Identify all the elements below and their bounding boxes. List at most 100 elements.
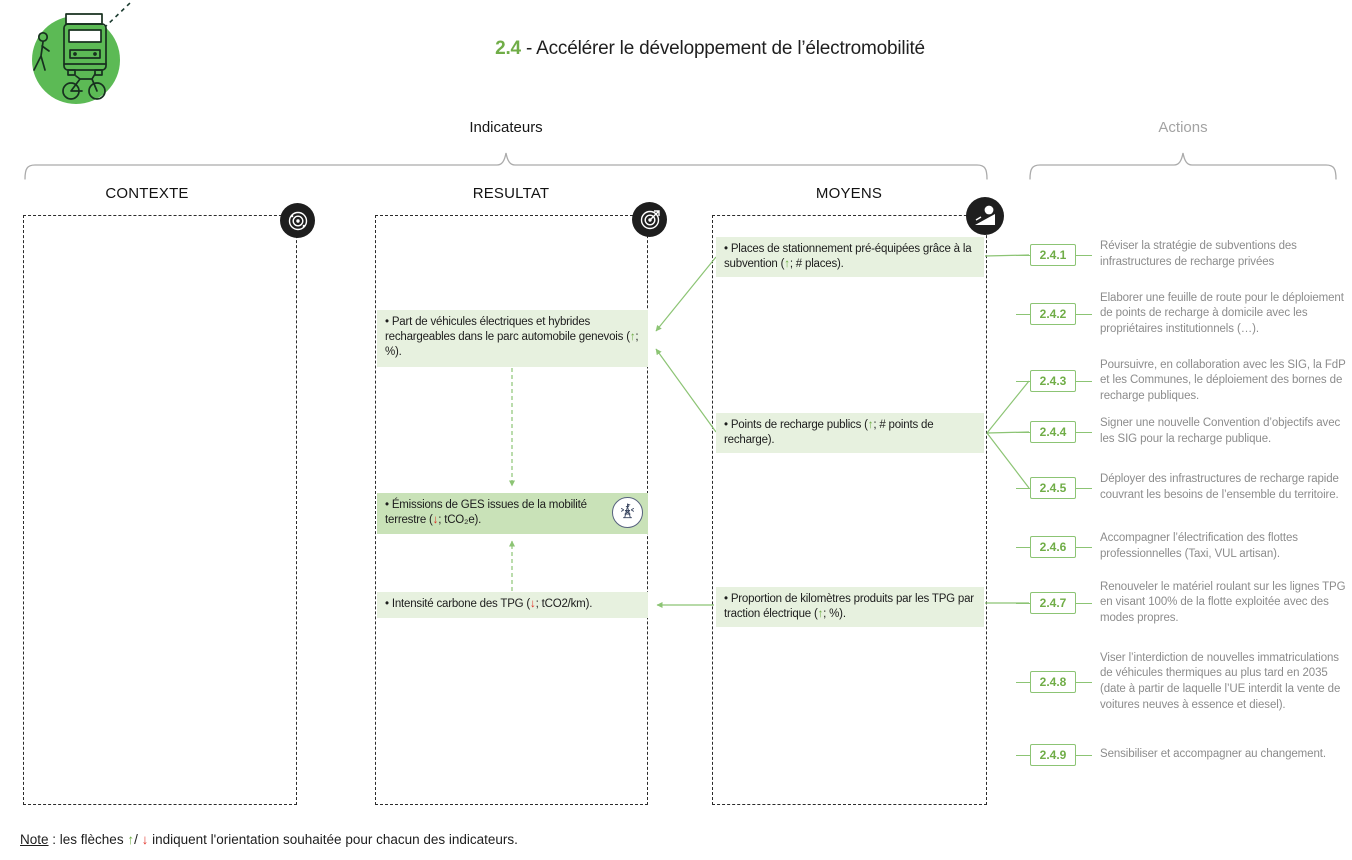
action-description: Viser l’interdiction de nouvelles immatr… [1100,651,1341,711]
action-description: Renouveler le matériel roulant sur les l… [1100,580,1346,624]
bus-roof-sign [65,13,103,25]
action-id-badge: 2.4.9 [1030,744,1076,766]
indicator-text: ; tCO₂e). [438,513,482,526]
action-description: Réviser la stratégie de subventions des … [1100,240,1297,268]
indicator-text: • Émissions de GES issues de la mobilité… [385,499,587,526]
indicator-text: • Proportion de kilomètres produits par … [724,593,974,620]
indicator-points-recharge-publics: • Points de recharge publics (↑; # point… [716,413,984,453]
connector-stub [1016,313,1030,315]
connector-stub [1076,754,1092,756]
connector-stub [1016,546,1030,548]
ball-shape [984,205,994,215]
bus-windshield [68,29,102,43]
indicateurs-brace [24,152,988,180]
connector-stub [1076,313,1092,315]
action-id-badge: 2.4.8 [1030,671,1076,693]
contexte-badge [280,203,315,238]
arrow-places-to-part [655,256,717,332]
column-header-moyens: MOYENS [815,185,883,202]
action-row: 2.4.5 Déployer des infrastructures de re… [1016,446,1348,530]
section-label-actions: Actions [1158,119,1208,136]
indicator-text: • Intensité carbone des TPG ( [385,598,531,610]
action-id-badge: 2.4.4 [1030,421,1076,443]
lighthouse-chip [612,497,643,528]
up-arrow-icon: ↑ [784,257,790,270]
indicator-text: ; tCO2/km). [535,598,593,610]
title-number: 2.4 [495,38,521,59]
dashed-line [103,2,131,29]
down-arrow-icon: ↓ [432,513,439,526]
radar-target-icon [288,211,307,230]
action-description: Sensibiliser et accompagner au changemen… [1100,748,1326,761]
footnote: Note : les flèches ↑/ ↓ indiquent l'orie… [20,832,518,847]
action-description: Signer une nouvelle Convention d’objecti… [1100,417,1341,445]
connector-stub [1016,602,1030,604]
title-separator: - [520,38,537,59]
action-id-badge: 2.4.2 [1030,303,1076,325]
action-row: 2.4.6 Accompagner l’électrification des … [1016,505,1348,589]
action-row: 2.4.1 Réviser la stratégie de subvention… [1016,213,1348,297]
up-arrow-icon: ↑ [867,419,874,431]
indicator-text: ; # places). [789,257,844,270]
connector-stub [1076,546,1092,548]
action-description: Déployer des infrastructures de recharge… [1100,473,1339,501]
action-id-badge: 2.4.7 [1030,592,1076,614]
indicator-emissions-ges: • Émissions de GES issues de la mobilité… [377,493,648,534]
moyens-column-box [712,215,987,805]
action-id-badge: 2.4.3 [1030,370,1076,392]
action-row: 2.4.4 Signer une nouvelle Convention d’o… [1016,390,1348,474]
connector-stub [1076,254,1092,256]
indicator-proportion-km-tpg: • Proportion de kilomètres produits par … [716,587,984,627]
column-header-resultat: RESULTAT [472,185,550,202]
indicator-text: • Points de recharge publics ( [724,419,868,431]
indicator-places-stationnement: • Places de stationnement pré-équipées g… [716,237,984,277]
page-title: 2.4 - Accélérer le développement de l’él… [380,38,1040,60]
ramp-shape [975,214,995,225]
connector-stub [1076,602,1092,604]
connector-stub [1076,681,1092,683]
resultat-badge [632,202,667,237]
column-header-contexte: CONTEXTE [105,185,189,202]
down-arrow-icon: ↓ [141,832,149,847]
section-label-indicateurs: Indicateurs [469,119,543,136]
action-description: Poursuivre, en collaboration avec les SI… [1100,358,1346,402]
mobility-logo [32,2,131,104]
bike-frame [70,73,98,92]
indicator-text: ; %). [823,607,846,620]
bike-wheel [88,82,106,100]
indicator-text: ; %). [385,330,639,358]
arrow-points-to-part [655,348,717,433]
action-id-badge: 2.4.6 [1030,536,1076,558]
action-id-badge: 2.4.1 [1030,244,1076,266]
action-row: 2.4.9 Sensibiliser et accompagner au cha… [1016,713,1348,797]
contexte-column-box [23,215,297,805]
connector-stub [1076,380,1092,382]
title-text: Accélérer le développement de l’électrom… [536,38,925,59]
up-arrow-icon: ↑ [817,607,824,620]
actions-brace [1029,152,1337,180]
lighthouse-icon [621,503,634,519]
action-id-badge: 2.4.5 [1030,477,1076,499]
person-body [33,41,50,71]
note-text: / [134,832,142,847]
connector-stub [1016,681,1030,683]
indicator-text: ; # points de recharge). [724,419,934,446]
action-description: Accompagner l’électrification des flotte… [1100,532,1298,560]
connector-stub [1076,487,1092,489]
indicator-text: • Places de stationnement pré-équipées g… [724,243,972,270]
up-arrow-icon: ↑ [127,832,135,847]
indicator-part-vehicules-electriques: • Part de véhicules électriques et hybri… [377,310,648,367]
indicator-intensite-carbone-tpg: • Intensité carbone des TPG (↓; tCO2/km)… [377,592,648,618]
bus-wheel [67,69,76,76]
connector-stub [1016,380,1030,382]
note-text: indiquent l'orientation souhaitée pour c… [148,832,518,847]
note-text: : les flèches [48,832,128,847]
action-row: 2.4.8 Viser l’interdiction de nouvelles … [1016,637,1348,727]
bullseye-arrow-icon [640,209,660,229]
bus-body [63,23,107,71]
bus-lights-panel [69,49,101,59]
bus-wheel [94,69,103,76]
moyens-badge [966,197,1004,235]
down-arrow-icon: ↓ [530,598,536,610]
connector-stub [1016,254,1030,256]
